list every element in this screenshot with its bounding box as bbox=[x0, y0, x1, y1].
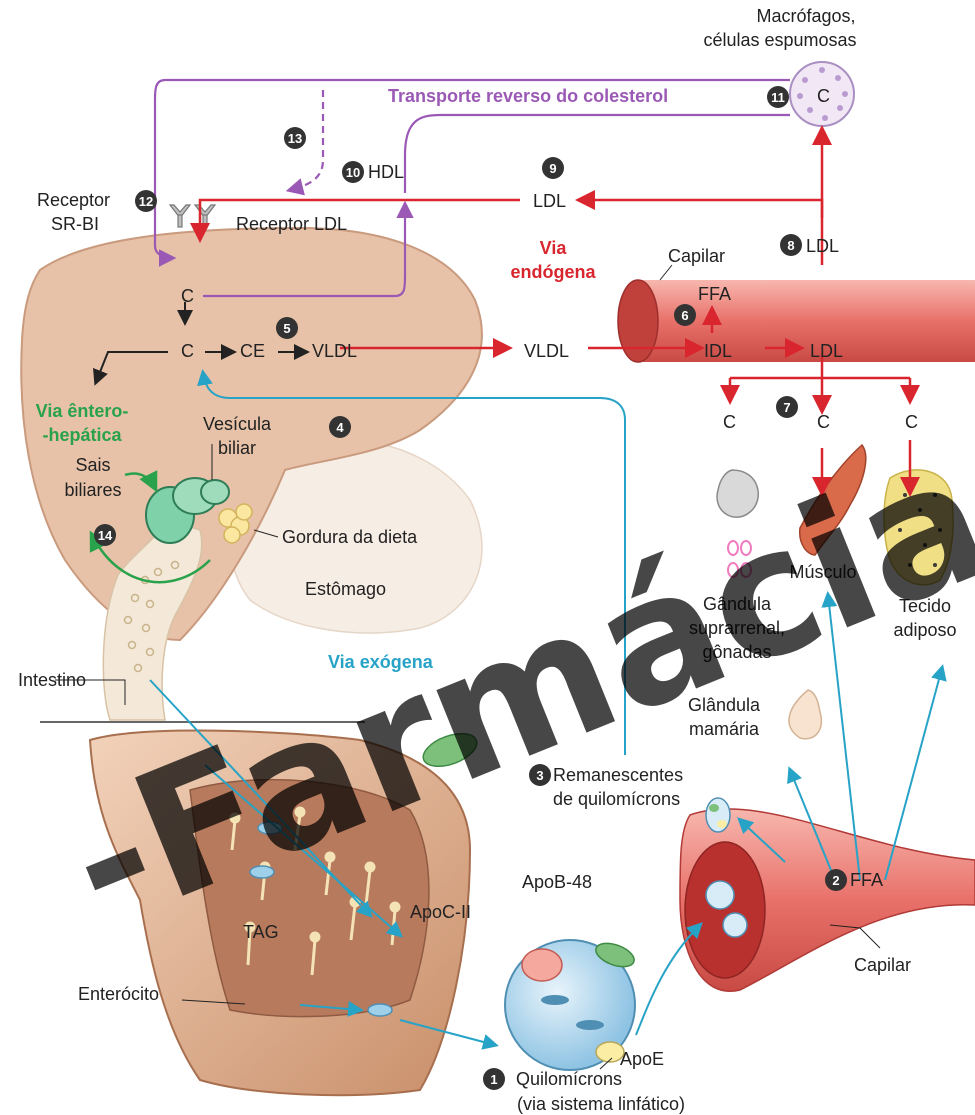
label-endogenous-2: endógena bbox=[510, 262, 596, 282]
capillary-bottom bbox=[680, 809, 975, 991]
label-stomach: Estômago bbox=[305, 579, 386, 599]
label-tag: TAG bbox=[243, 922, 279, 942]
label-dietary-fat: Gordura da dieta bbox=[282, 527, 418, 547]
label-foam-cells: células espumosas bbox=[703, 30, 856, 50]
svg-text:1: 1 bbox=[490, 1072, 497, 1087]
label-apoe: ApoE bbox=[620, 1049, 664, 1069]
label-intestine: Intestino bbox=[18, 670, 86, 690]
capillary-top bbox=[618, 280, 975, 362]
label-c-liver-2: C bbox=[181, 341, 194, 361]
label-c-liver-1: C bbox=[181, 286, 194, 306]
label-enterocyte: Enterócito bbox=[78, 984, 159, 1004]
svg-text:10: 10 bbox=[346, 165, 360, 180]
label-receptor-srbi-2: SR-BI bbox=[51, 214, 99, 234]
label-remnants-2: de quilomícrons bbox=[553, 789, 680, 809]
svg-text:12: 12 bbox=[139, 194, 153, 209]
step-badge-13: 13 bbox=[284, 127, 306, 149]
label-chylomicrons-1: Quilomícrons bbox=[516, 1069, 622, 1089]
label-vldl-liver: VLDL bbox=[312, 341, 357, 361]
step-badge-7: 7 bbox=[776, 396, 798, 418]
label-ffa-top: FFA bbox=[698, 284, 731, 304]
label-endogenous-1: Via bbox=[540, 238, 568, 258]
label-macrophages: Macrófagos, bbox=[756, 6, 855, 26]
label-enterohepatic-2: -hepática bbox=[42, 425, 122, 445]
step-badge-9: 9 bbox=[542, 157, 564, 179]
step-badge-4: 4 bbox=[329, 416, 351, 438]
label-reverse-transport: Transporte reverso do colesterol bbox=[388, 86, 668, 106]
step-badge-2: 2 bbox=[825, 869, 847, 891]
receptor-ldl-icon bbox=[195, 205, 215, 227]
label-capillary-bottom: Capilar bbox=[854, 955, 911, 975]
step-badge-11: 11 bbox=[767, 86, 789, 108]
svg-text:8: 8 bbox=[787, 238, 794, 253]
label-enterohepatic-1: Via êntero- bbox=[36, 401, 129, 421]
label-ldl-top: LDL bbox=[533, 191, 566, 211]
label-ffa-bottom: FFA bbox=[850, 870, 883, 890]
chylomicron bbox=[505, 939, 637, 1070]
label-c-adrenal: C bbox=[723, 412, 736, 432]
label-capillary-top: Capilar bbox=[668, 246, 725, 266]
label-bile-salts-1: Sais bbox=[75, 455, 110, 475]
label-ldl-capillary: LDL bbox=[806, 236, 839, 256]
step-badge-12: 12 bbox=[135, 190, 157, 212]
mammary-gland bbox=[789, 690, 821, 739]
svg-text:4: 4 bbox=[336, 420, 344, 435]
label-ce: CE bbox=[240, 341, 265, 361]
label-hdl: HDL bbox=[368, 162, 404, 182]
step-badge-14: 14 bbox=[94, 524, 116, 546]
label-receptor-ldl: Receptor LDL bbox=[236, 214, 347, 234]
svg-text:7: 7 bbox=[783, 400, 790, 415]
label-receptor-srbi-1: Receptor bbox=[37, 190, 110, 210]
label-apob48: ApoB-48 bbox=[522, 872, 592, 892]
svg-text:5: 5 bbox=[283, 321, 290, 336]
step-badge-5: 5 bbox=[276, 317, 298, 339]
svg-text:11: 11 bbox=[771, 90, 785, 105]
chylomicron-remnant bbox=[706, 798, 730, 832]
label-apocii: ApoC-II bbox=[410, 902, 471, 922]
label-idl: IDL bbox=[704, 341, 732, 361]
label-c-muscle: C bbox=[817, 412, 830, 432]
label-gallbladder-1: Vesícula bbox=[203, 414, 272, 434]
svg-text:14: 14 bbox=[98, 528, 113, 543]
step-badge-10: 10 bbox=[342, 161, 364, 183]
svg-text:2: 2 bbox=[832, 873, 839, 888]
svg-text:6: 6 bbox=[681, 308, 688, 323]
label-ldl-ifl: LDL bbox=[810, 341, 843, 361]
step-badge-8: 8 bbox=[780, 234, 802, 256]
label-chylomicrons-2: (via sistema linfático) bbox=[517, 1094, 685, 1114]
svg-text:9: 9 bbox=[549, 161, 556, 176]
receptor-srbi-icon bbox=[170, 205, 190, 227]
label-vldl-capillary: VLDL bbox=[524, 341, 569, 361]
step-badge-6: 6 bbox=[674, 304, 696, 326]
label-gallbladder-2: biliar bbox=[218, 438, 256, 458]
label-c-macrophage: C bbox=[817, 86, 830, 106]
label-bile-salts-2: biliares bbox=[64, 480, 121, 500]
svg-text:13: 13 bbox=[288, 131, 302, 146]
step-badge-1: 1 bbox=[483, 1068, 505, 1090]
